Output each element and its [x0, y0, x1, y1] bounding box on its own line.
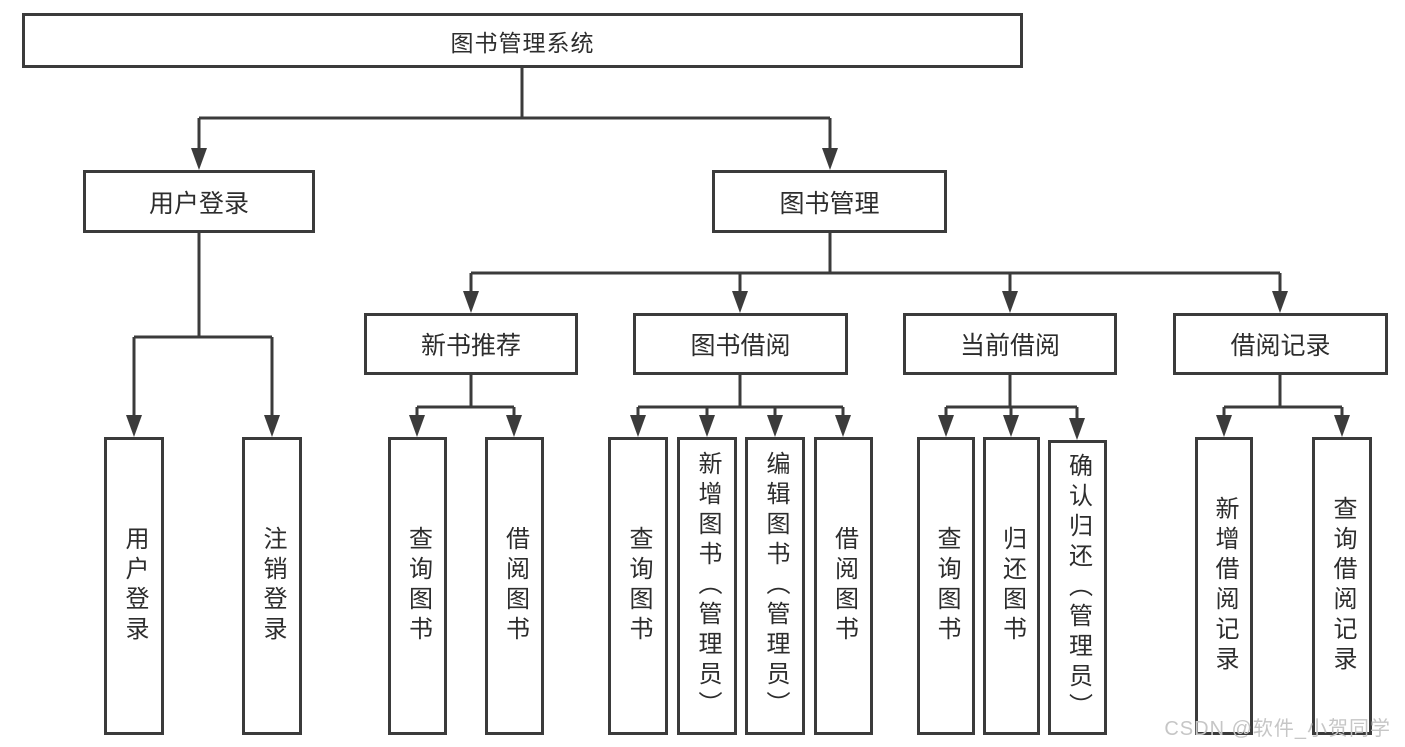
node-label: 借阅图书: [830, 526, 858, 646]
node-label: 查询图书: [933, 526, 960, 646]
node-label: 查询借阅记录: [1329, 496, 1356, 676]
node-borrow-records: 借阅记录: [1173, 313, 1388, 375]
leaf-query-borrow-record: 查询借阅记录: [1312, 437, 1372, 735]
edge-root-to-level2: [191, 68, 838, 170]
edge-current-borrow-to-leaves: [938, 375, 1085, 440]
leaf-query-book-recommend: 查询图书: [388, 437, 447, 735]
edge-book-mgmt-to-level3: [463, 233, 1288, 313]
node-label: 用户登录: [148, 189, 249, 218]
node-label: 新书推荐: [420, 332, 521, 360]
leaf-user-login: 用户登录: [104, 437, 164, 735]
watermark: CSDN @软件_小贺同学: [1164, 718, 1391, 740]
node-label: 查询图书: [404, 526, 432, 646]
leaf-return-book: 归还图书: [983, 437, 1040, 735]
edge-book-borrow-to-leaves: [630, 375, 851, 437]
node-label: 当前借阅: [959, 332, 1060, 360]
node-label: 借阅记录: [1230, 332, 1331, 360]
node-label: 确认归还（管理员）: [1064, 452, 1092, 723]
node-book-management: 图书管理: [712, 170, 947, 233]
node-label: 图书借阅: [690, 332, 791, 360]
node-label: 图书管理系统: [450, 29, 595, 56]
leaf-confirm-return-admin: 确认归还（管理员）: [1048, 440, 1107, 735]
node-label: 新增图书（管理员）: [694, 451, 721, 721]
node-user-login: 用户登录: [83, 170, 315, 233]
node-new-book-recommend: 新书推荐: [364, 313, 578, 375]
node-label: 编辑图书（管理员）: [762, 451, 789, 721]
node-label: 用户登录: [121, 526, 148, 646]
leaf-query-book-borrow: 查询图书: [608, 437, 668, 735]
node-label: 注销登录: [259, 526, 286, 646]
node-label: 借阅图书: [501, 526, 529, 646]
leaf-borrow-book-recommend: 借阅图书: [485, 437, 544, 735]
leaf-add-borrow-record: 新增借阅记录: [1195, 437, 1253, 735]
leaf-edit-book-admin: 编辑图书（管理员）: [745, 437, 805, 735]
node-label: 归还图书: [998, 526, 1026, 646]
leaf-borrow-book: 借阅图书: [814, 437, 873, 735]
leaf-query-book-current: 查询图书: [917, 437, 975, 735]
edge-borrow-records-to-leaves: [1216, 375, 1350, 437]
leaf-add-book-admin: 新增图书（管理员）: [677, 437, 737, 735]
node-label: 查询图书: [625, 526, 652, 646]
edge-new-book-rec-to-leaves: [409, 375, 522, 437]
node-label: 新增借阅记录: [1211, 496, 1238, 676]
node-book-borrow: 图书借阅: [633, 313, 848, 375]
node-label: 图书管理: [779, 189, 880, 218]
node-current-borrow: 当前借阅: [903, 313, 1117, 375]
edge-user-login-to-leaves: [126, 233, 280, 437]
leaf-logout: 注销登录: [242, 437, 302, 735]
node-root-system: 图书管理系统: [22, 13, 1023, 68]
